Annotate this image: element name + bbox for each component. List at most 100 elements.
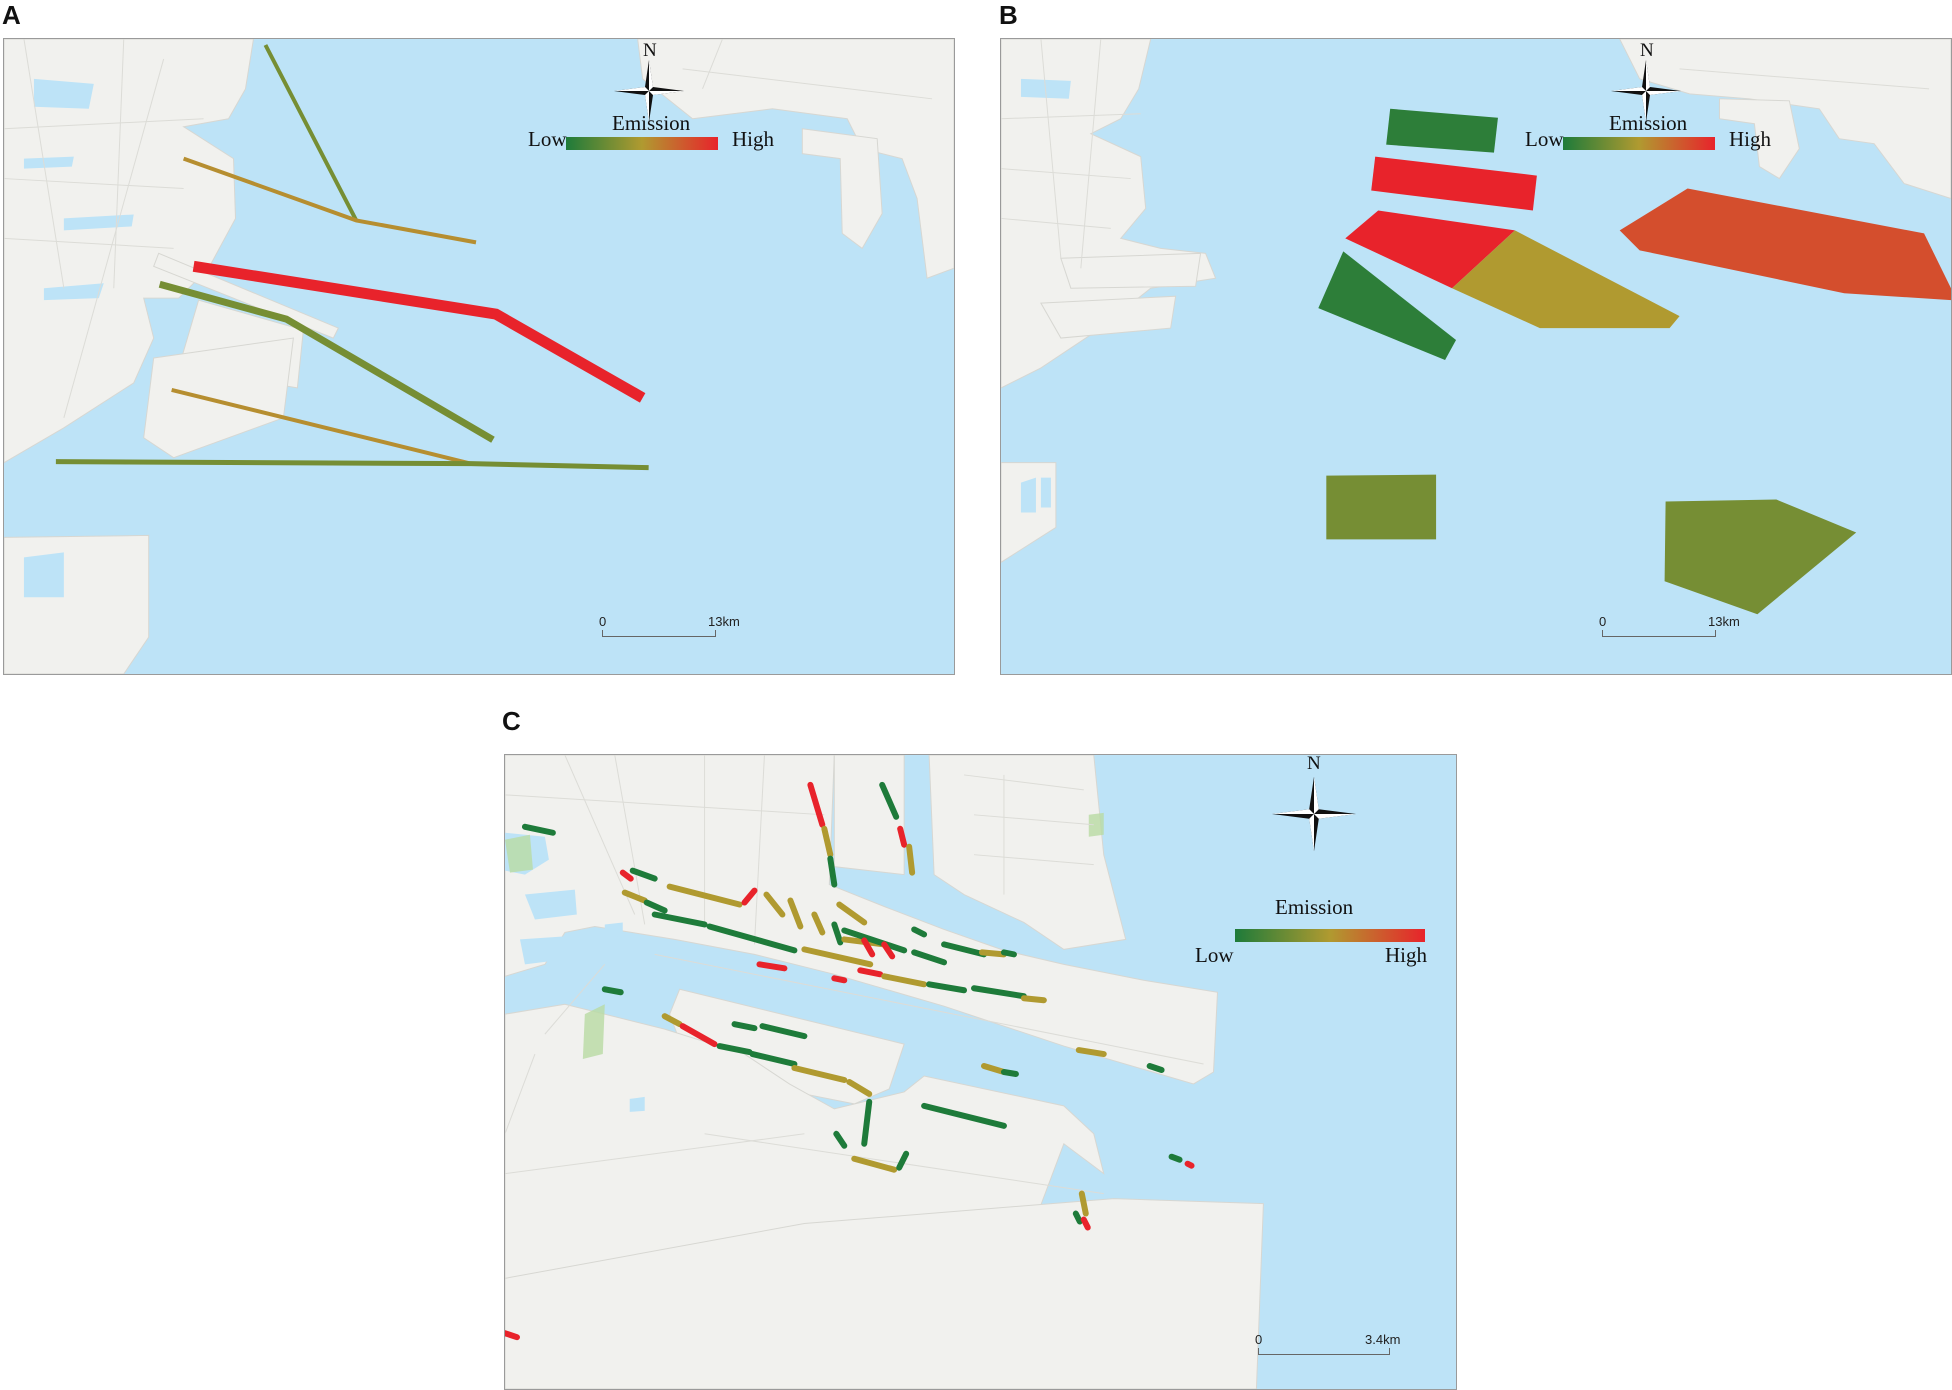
legend-title: Emission (612, 111, 691, 135)
legend-low-label: Low (528, 127, 567, 151)
scale-start-label: 0 (1255, 1332, 1263, 1347)
berth-segment (661, 1013, 683, 1028)
zone-7 (1326, 474, 1437, 540)
berth-segment (897, 825, 908, 848)
berth-segment (1080, 1216, 1091, 1231)
berth-segment (846, 1078, 873, 1097)
legend-gradient-bar (566, 137, 718, 150)
panel-b-scalebar: 0 13km (1599, 614, 1749, 644)
panel-b-legend: Emission Low High (1521, 111, 1771, 171)
berth-segment (1000, 1069, 1019, 1077)
berth-segment (1146, 1063, 1165, 1073)
berth-segment (911, 926, 928, 938)
legend-low-label: Low (1195, 943, 1234, 967)
legend-high-label: High (1385, 943, 1427, 967)
panel-a-compass: N (614, 40, 684, 122)
route-4 (158, 280, 495, 443)
berth-segment (906, 843, 916, 876)
berth-segment (716, 1043, 753, 1056)
berth-segment (896, 1150, 910, 1171)
berth-segment (827, 855, 838, 888)
land-southwest (4, 534, 150, 674)
land-ne-strip (801, 128, 883, 250)
berth-segment (791, 1065, 848, 1083)
zone-3 (1345, 210, 1515, 289)
berth-segment (756, 961, 788, 972)
land-upper-block (833, 755, 905, 876)
berth-segment (505, 1330, 520, 1341)
berth-segment (666, 883, 743, 908)
compass-rose-icon (614, 60, 684, 122)
berth-segment (807, 781, 826, 828)
zone-2 (1371, 156, 1537, 211)
panel-a-scalebar: 0 13km (599, 614, 749, 644)
panel-c-label: C (502, 706, 521, 736)
berth-segment (787, 897, 804, 930)
route-5 (171, 387, 472, 466)
land-northeast (1619, 39, 1951, 200)
berth-segment (759, 1023, 808, 1040)
compass-rose-icon (1611, 60, 1681, 122)
berth-segment (741, 887, 758, 906)
berth-segment (971, 985, 1027, 1000)
land-pier-b2 (1040, 295, 1177, 339)
legend-high-label: High (732, 127, 774, 151)
berth-segment (831, 975, 848, 984)
berth-segment (1020, 995, 1047, 1004)
berth-segment (941, 941, 987, 958)
legend-title: Emission (1609, 111, 1688, 135)
berth-segment (861, 1098, 873, 1147)
berth-segment (706, 923, 798, 954)
zone-1 (1386, 108, 1498, 153)
green-patches-c (505, 812, 1104, 1060)
land-east-island (928, 755, 1127, 950)
panel-b-compass: N (1611, 40, 1681, 122)
berth-segment (879, 781, 900, 820)
zone-4 (1318, 251, 1457, 360)
scale-start-label: 0 (1599, 614, 1607, 629)
route-3 (192, 260, 646, 403)
berth-segment (980, 1063, 1007, 1075)
land-pier-a1 (153, 252, 339, 339)
panel-a-legend: Emission Low High (524, 111, 774, 171)
berth-segment (621, 889, 648, 904)
berth-segment (1184, 1160, 1195, 1169)
scale-end-label: 3.4km (1365, 1332, 1401, 1347)
berth-segment (651, 911, 708, 928)
panel-c-scalebar: 0 3.4km (1255, 1332, 1415, 1362)
zone-6 (1619, 188, 1951, 301)
panel-a-basemap (4, 39, 954, 674)
scale-end-label: 13km (708, 614, 740, 629)
scale-start-label: 0 (599, 614, 607, 629)
berth-segment (601, 986, 624, 996)
berth-segment (801, 946, 874, 968)
panel-a-label: A (2, 0, 21, 30)
road-lines-c (505, 755, 1204, 1195)
panel-a-map: N Emission Low High 0 13km (3, 38, 955, 675)
legend-gradient-bar (1235, 929, 1425, 942)
road-lines-a (4, 39, 933, 418)
berth-segment (643, 899, 668, 914)
north-label: N (643, 40, 657, 61)
panel-c-legend: Emission Low High (1185, 895, 1445, 975)
panel-c-basemap (505, 755, 1264, 1389)
zone-5 (1452, 230, 1680, 329)
legend-low-label: Low (1525, 127, 1564, 151)
legend-high-label: High (1729, 127, 1771, 151)
scale-line (1602, 630, 1716, 637)
route-1 (263, 44, 359, 222)
berth-segment (749, 1051, 798, 1068)
scale-line (602, 630, 716, 637)
north-label: N (1640, 40, 1654, 61)
berth-segment (881, 941, 896, 960)
berth-segment (1000, 949, 1017, 958)
berth-segment (1075, 1047, 1107, 1058)
route-6 (55, 459, 649, 471)
berth-segment (629, 867, 658, 882)
berth-segment (619, 869, 634, 882)
road-lines-b (1001, 39, 1930, 269)
scale-line (1258, 1348, 1390, 1355)
berth-segment (731, 1021, 758, 1032)
panel-b-map: N Emission Low High 0 13km (1000, 38, 1952, 675)
legend-gradient-bar (1563, 137, 1715, 150)
